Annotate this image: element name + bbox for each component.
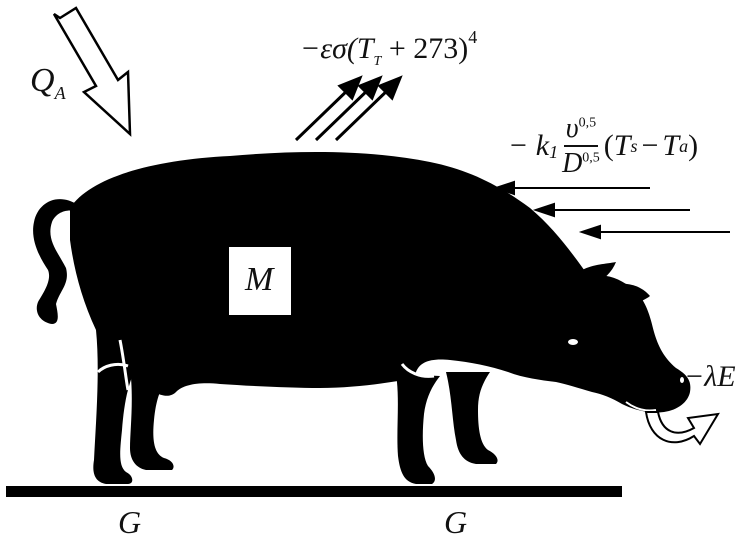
pig-front-leg-far <box>446 372 498 464</box>
radiation-formula: −εσ(TT + 273)4 <box>300 32 477 69</box>
ground-right-label: G <box>444 506 467 538</box>
pig-eye <box>568 339 578 345</box>
evaporation-arrow <box>646 412 718 444</box>
pig-silhouette <box>33 152 690 484</box>
solar-input-label: QA <box>30 64 66 102</box>
convection-fraction: υ0,5 D0,5 <box>562 114 600 178</box>
metabolism-label: M <box>245 263 273 297</box>
pig-front-leg-near <box>396 374 440 484</box>
ground-left-label: G <box>118 506 141 538</box>
evaporation-label: −λE <box>684 362 736 392</box>
radiation-arrows <box>296 78 400 140</box>
ground-line <box>6 486 622 497</box>
